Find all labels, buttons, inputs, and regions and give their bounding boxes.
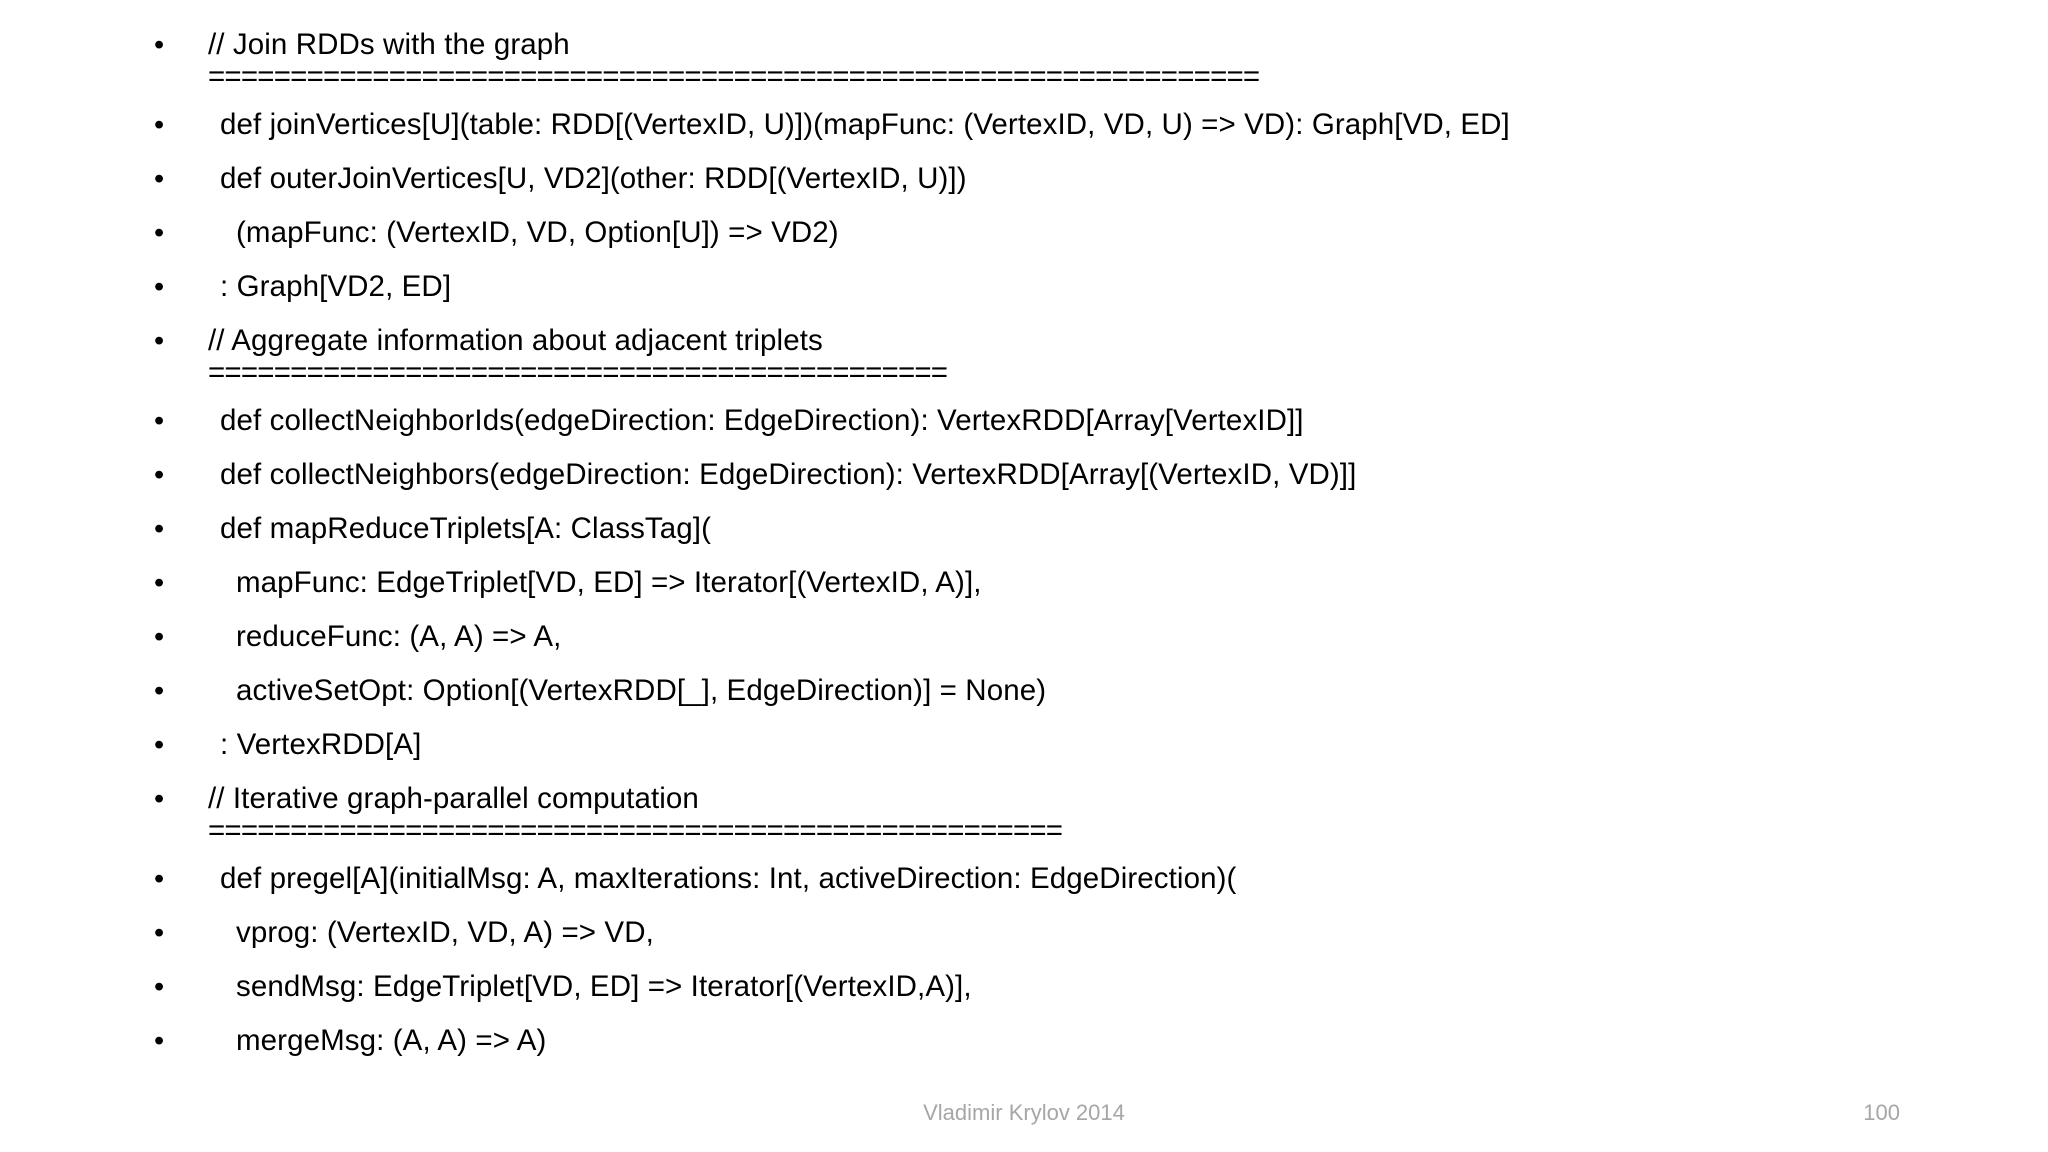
bullet-point-icon: • xyxy=(154,971,165,1003)
bullet-point-icon: • xyxy=(154,917,165,949)
bullet-list-item: • activeSetOpt: Option[(VertexRDD[_], Edg… xyxy=(148,664,1948,718)
bullet-item-body: // Iterative graph-parallel computation=… xyxy=(192,772,1948,852)
bullet-item-text: // Iterative graph-parallel computation xyxy=(208,782,699,815)
bullet-point-icon: • xyxy=(154,163,165,195)
separator-rule-text: ========================================… xyxy=(208,814,1063,847)
bullet-point-icon: • xyxy=(154,675,165,707)
bullet-point-icon: • xyxy=(154,621,165,653)
bullet-item-body: reduceFunc: (A, A) => A, xyxy=(192,610,1948,664)
bullet-list-item: • def joinVertices[U](table: RDD[(VertexI… xyxy=(148,98,1948,152)
bullet-list-item: • // Iterative graph-parallel computation… xyxy=(148,772,1948,852)
bullet-item-body: mapFunc: EdgeTriplet[VD, ED] => Iterator… xyxy=(192,556,1948,610)
bullet-list-item: • def collectNeighborIds(edgeDirection: E… xyxy=(148,394,1948,448)
slide-footer: Vladimir Krylov 2014 100 xyxy=(0,1098,2048,1138)
bullet-list-item: • // Join RDDs with the graph============… xyxy=(148,18,1948,98)
bullet-item-body: mergeMsg: (A, A) => A) xyxy=(192,1014,1948,1068)
bullet-list: •// Join RDDs with the graph============… xyxy=(148,18,1948,1068)
bullet-list-item: • // Aggregate information about adjacent… xyxy=(148,314,1948,394)
bullet-item-body: sendMsg: EdgeTriplet[VD, ED] => Iterator… xyxy=(192,960,1948,1014)
bullet-point-icon: • xyxy=(154,405,165,437)
bullet-point-icon: • xyxy=(154,863,165,895)
bullet-list-item: • def collectNeighbors(edgeDirection: Edg… xyxy=(148,448,1948,502)
bullet-list-item: • : Graph[VD2, ED] xyxy=(148,260,1948,314)
bullet-item-body: def pregel[A](initialMsg: A, maxIteratio… xyxy=(192,852,1948,906)
bullet-item-body: (mapFunc: (VertexID, VD, Option[U]) => V… xyxy=(192,206,1948,260)
bullet-point-icon: • xyxy=(154,567,165,599)
bullet-item-text: (mapFunc: (VertexID, VD, Option[U]) => V… xyxy=(236,216,839,249)
bullet-item-body: def outerJoinVertices[U, VD2](other: RDD… xyxy=(192,152,1948,206)
bullet-point-icon: • xyxy=(154,271,165,303)
bullet-list-item: • def pregel[A](initialMsg: A, maxIterati… xyxy=(148,852,1948,906)
bullet-item-body: // Join RDDs with the graph=============… xyxy=(192,18,1948,98)
bullet-point-icon: • xyxy=(154,1025,165,1057)
bullet-list-item: • def mapReduceTriplets[A: ClassTag]( xyxy=(148,502,1948,556)
bullet-list-item: • vprog: (VertexID, VD, A) => VD, xyxy=(148,906,1948,960)
bullet-item-body: activeSetOpt: Option[(VertexRDD[_], Edge… xyxy=(192,664,1948,718)
separator-rule-text: ========================================… xyxy=(208,60,1260,93)
bullet-item-text: def outerJoinVertices[U, VD2](other: RDD… xyxy=(220,162,967,195)
bullet-item-text: mergeMsg: (A, A) => A) xyxy=(236,1024,547,1057)
bullet-item-text: sendMsg: EdgeTriplet[VD, ED] => Iterator… xyxy=(236,970,972,1003)
bullet-list-item: • (mapFunc: (VertexID, VD, Option[U]) => … xyxy=(148,206,1948,260)
bullet-item-text: // Join RDDs with the graph xyxy=(208,28,570,61)
bullet-item-text: def joinVertices[U](table: RDD[(VertexID… xyxy=(220,108,1510,141)
bullet-list-item: • sendMsg: EdgeTriplet[VD, ED] => Iterato… xyxy=(148,960,1948,1014)
bullet-point-icon: • xyxy=(154,29,165,61)
bullet-point-icon: • xyxy=(154,217,165,249)
bullet-item-text: activeSetOpt: Option[(VertexRDD[_], Edge… xyxy=(236,674,1047,707)
bullet-point-icon: • xyxy=(154,325,165,357)
bullet-point-icon: • xyxy=(154,459,165,491)
bullet-item-text: def collectNeighborIds(edgeDirection: Ed… xyxy=(220,404,1304,437)
bullet-item-text: mapFunc: EdgeTriplet[VD, ED] => Iterator… xyxy=(236,566,982,599)
bullet-item-text: def pregel[A](initialMsg: A, maxIteratio… xyxy=(220,862,1237,895)
bullet-item-text: : Graph[VD2, ED] xyxy=(220,270,452,303)
bullet-item-text: vprog: (VertexID, VD, A) => VD, xyxy=(236,916,654,949)
bullet-list-item: • def outerJoinVertices[U, VD2](other: RD… xyxy=(148,152,1948,206)
bullet-item-body: def collectNeighbors(edgeDirection: Edge… xyxy=(192,448,1948,502)
bullet-item-body: : VertexRDD[A] xyxy=(192,718,1948,772)
bullet-list-item: • reduceFunc: (A, A) => A, xyxy=(148,610,1948,664)
separator-rule-text: ========================================… xyxy=(208,356,948,389)
bullet-item-text: reduceFunc: (A, A) => A, xyxy=(236,620,562,653)
bullet-point-icon: • xyxy=(154,513,165,545)
footer-author-text: Vladimir Krylov 2014 xyxy=(923,1100,1125,1125)
bullet-point-icon: • xyxy=(154,783,165,815)
bullet-item-text: def collectNeighbors(edgeDirection: Edge… xyxy=(220,458,1357,491)
bullet-item-body: // Aggregate information about adjacent … xyxy=(192,314,1948,394)
bullet-list-item: • mergeMsg: (A, A) => A) xyxy=(148,1014,1948,1068)
bullet-item-text: def mapReduceTriplets[A: ClassTag]( xyxy=(220,512,711,545)
bullet-point-icon: • xyxy=(154,729,165,761)
bullet-item-body: def collectNeighborIds(edgeDirection: Ed… xyxy=(192,394,1948,448)
bullet-item-text: // Aggregate information about adjacent … xyxy=(208,324,823,357)
footer-slide-number: 100 xyxy=(1863,1100,1900,1125)
bullet-point-icon: • xyxy=(154,109,165,141)
bullet-item-body: vprog: (VertexID, VD, A) => VD, xyxy=(192,906,1948,960)
bullet-list-item: • : VertexRDD[A] xyxy=(148,718,1948,772)
bullet-item-body: def mapReduceTriplets[A: ClassTag]( xyxy=(192,502,1948,556)
bullet-list-item: • mapFunc: EdgeTriplet[VD, ED] => Iterato… xyxy=(148,556,1948,610)
bullet-item-text: : VertexRDD[A] xyxy=(220,728,422,761)
bullet-item-body: def joinVertices[U](table: RDD[(VertexID… xyxy=(192,98,1948,152)
bullet-item-body: : Graph[VD2, ED] xyxy=(192,260,1948,314)
